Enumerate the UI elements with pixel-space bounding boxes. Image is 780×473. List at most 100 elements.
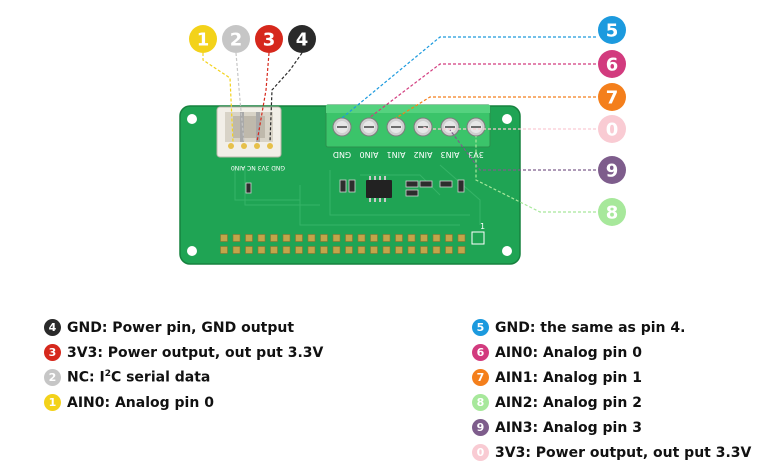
svg-text:3: 3 <box>263 30 276 51</box>
svg-text:9: 9 <box>606 161 619 182</box>
header-pin <box>257 234 266 242</box>
callout-badge-9: 9 <box>598 156 626 184</box>
pin1-marker: 1 <box>480 222 485 231</box>
leader-line <box>475 136 596 213</box>
legend-label: AIN3: Analog pin 3 <box>495 419 642 436</box>
legend-item: 8 AIN2: Analog pin 2 <box>472 390 751 415</box>
legend-label: AIN2: Analog pin 2 <box>495 394 642 411</box>
legend-badge: 9 <box>472 419 489 436</box>
connector-pin-labels: GND 3V3 NC AIN0 <box>231 164 285 171</box>
callout-badge-8: 8 <box>598 198 626 226</box>
legend-badge: 1 <box>44 394 61 411</box>
gpio-header <box>220 231 485 254</box>
header-pin <box>457 234 466 242</box>
header-pin <box>432 246 441 254</box>
legend-label: GND: the same as pin 4. <box>495 319 686 336</box>
board-diagram: GND 3V3 NC AIN0 GND AIN0 AIN1 AIN2 AIN3 3V3 1… <box>179 16 626 265</box>
header-pin <box>407 246 416 254</box>
legend-label: AIN0: Analog pin 0 <box>495 344 642 361</box>
header-pin <box>332 234 341 242</box>
svg-text:5: 5 <box>606 21 619 42</box>
header-pin <box>382 246 391 254</box>
pcb-traces <box>234 164 481 226</box>
legend-item: 9 AIN3: Analog pin 3 <box>472 415 751 440</box>
mounting-hole <box>502 246 512 256</box>
leader-line <box>256 52 270 143</box>
mounting-hole <box>502 114 512 124</box>
header-pin <box>445 234 453 242</box>
terminal-label: 3V3 <box>468 150 484 159</box>
header-pin <box>420 246 428 254</box>
header-pin <box>345 246 353 254</box>
terminal-label: AIN3 <box>441 150 460 159</box>
ic-pins <box>369 176 386 202</box>
svg-text:1: 1 <box>197 30 210 51</box>
terminal-label: GND <box>333 150 351 159</box>
terminal-label: AIN0 <box>360 150 379 159</box>
callout-badge-5: 5 <box>598 16 626 44</box>
callout-badge-7: 7 <box>598 83 626 111</box>
header-pin <box>395 246 403 254</box>
header-pin <box>382 234 391 242</box>
header-pin <box>357 246 366 254</box>
legend-badge: 3 <box>44 344 61 361</box>
header-pin <box>232 246 241 254</box>
header-pin <box>245 234 253 242</box>
callout-badge-1: 1 <box>189 25 217 53</box>
legend-item: 3 3V3: Power output, out put 3.3V <box>44 340 323 365</box>
legend-badge: 6 <box>472 344 489 361</box>
header-pin <box>270 234 278 242</box>
header-pin <box>245 246 253 254</box>
legend-badge: 5 <box>472 319 489 336</box>
legend-item: 5 GND: the same as pin 4. <box>472 315 751 340</box>
leader-line <box>202 53 234 143</box>
header-pin <box>332 246 341 254</box>
grove-connector <box>216 106 282 158</box>
svg-text:4: 4 <box>296 30 309 51</box>
adc-chip <box>366 180 392 198</box>
terminal-label: AIN2 <box>414 150 433 159</box>
terminal-screw <box>386 117 406 137</box>
legend-badge: 7 <box>472 369 489 386</box>
legend-item: 7 AIN1: Analog pin 1 <box>472 365 751 390</box>
header-pin <box>307 234 316 242</box>
legend-right: 5 GND: the same as pin 4. 6 AIN0: Analog pi… <box>472 315 751 465</box>
legend-label: AIN1: Analog pin 1 <box>495 369 642 386</box>
legend-badge: 8 <box>472 394 489 411</box>
callout-badge-2: 2 <box>222 25 250 53</box>
svg-text:7: 7 <box>606 88 619 109</box>
header-pin <box>220 246 228 254</box>
header-pin <box>357 234 366 242</box>
svg-text:0: 0 <box>606 120 619 141</box>
legend-label: GND: Power pin, GND output <box>67 319 295 336</box>
legend-label: 3V3: Power output, out put 3.3V <box>67 344 324 361</box>
header-pin <box>432 234 441 242</box>
legend-label: AIN0: Analog pin 0 <box>67 394 214 411</box>
header-pin <box>282 246 291 254</box>
terminal-label: AIN1 <box>387 150 406 159</box>
legend-badge: 0 <box>472 444 489 461</box>
callout-badge-4: 4 <box>288 25 316 53</box>
smd-components <box>245 179 465 197</box>
legend-item: 1 AIN0: Analog pin 0 <box>44 390 323 415</box>
header-pin <box>457 246 466 254</box>
leader-line <box>422 126 596 130</box>
callout-badge-6: 6 <box>598 50 626 78</box>
header-pin <box>407 234 416 242</box>
leader-line <box>368 63 596 119</box>
header-pin <box>257 246 266 254</box>
mounting-hole <box>187 114 197 124</box>
header-pin <box>232 234 241 242</box>
leader-line <box>341 36 596 119</box>
header-pin <box>307 246 316 254</box>
svg-text:2: 2 <box>230 30 243 51</box>
header-pin <box>370 234 378 242</box>
header-pin <box>370 246 378 254</box>
leader-line <box>235 52 245 143</box>
header-pin <box>270 246 278 254</box>
header-pin <box>220 234 228 242</box>
header-pin <box>320 246 328 254</box>
